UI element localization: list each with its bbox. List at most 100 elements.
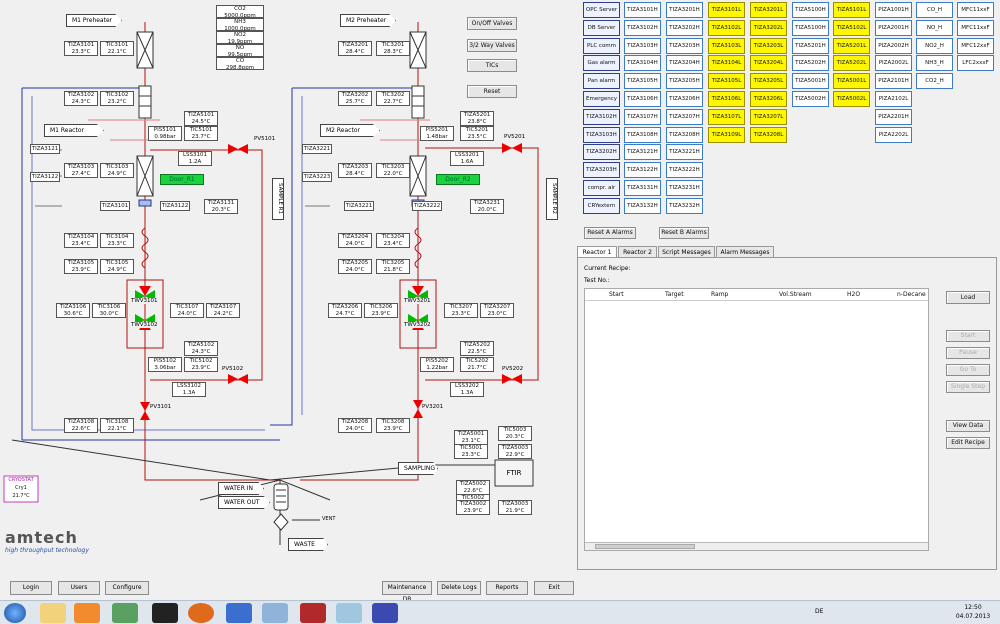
view-data-button[interactable]: View Data <box>946 420 990 432</box>
explorer-icon[interactable] <box>40 603 66 623</box>
valve-pv3201[interactable]: PV3201 <box>422 404 444 410</box>
network-app-icon[interactable] <box>262 603 288 623</box>
reports-button[interactable]: Reports <box>486 581 528 595</box>
reset-button[interactable]: Reset <box>467 85 517 98</box>
horizontal-scrollbar[interactable] <box>585 542 928 550</box>
small-tag-2[interactable]: TIZA3101 <box>100 201 130 211</box>
pause-button[interactable]: Pause <box>946 347 990 359</box>
valve-twv3101[interactable]: TWV3101 <box>131 298 158 304</box>
chart-app-icon[interactable] <box>300 603 326 623</box>
valve-pv5102[interactable]: PV5102 <box>222 366 244 372</box>
save-app-icon[interactable] <box>372 603 398 623</box>
media-player-icon[interactable] <box>74 603 100 623</box>
start-button[interactable]: Start <box>946 330 990 342</box>
single-step-button[interactable]: Single Step <box>946 381 990 393</box>
reset-a-alarms-button[interactable]: Reset A Alarms <box>584 227 636 239</box>
small-tag-7[interactable]: TIZA3222 <box>412 201 442 211</box>
valve-pv5101[interactable]: PV5101 <box>254 136 276 142</box>
load-button[interactable]: Load <box>946 291 990 304</box>
tab-reactor-1[interactable]: Reactor 1 <box>577 246 617 259</box>
valve-twv3201[interactable]: TWV3201 <box>404 298 431 304</box>
configure-button[interactable]: Configure <box>105 581 149 595</box>
small-tag-4[interactable]: TIZA3221 <box>302 144 332 154</box>
terminal-icon[interactable] <box>152 603 178 623</box>
small-tag-5[interactable]: TIZA3223 <box>302 172 332 182</box>
valve-pv5202[interactable]: PV5202 <box>502 366 524 372</box>
login-button[interactable]: Login <box>10 581 52 595</box>
goto-button[interactable]: Go To <box>946 364 990 376</box>
valve-pv5201[interactable]: PV5201 <box>504 134 526 140</box>
delete-logs-button[interactable]: Delete Logs <box>437 581 481 595</box>
firefox-icon[interactable] <box>188 603 214 623</box>
tab-reactor-2[interactable]: Reactor 2 <box>618 246 657 258</box>
valve-twv3202[interactable]: TWV3202 <box>404 322 431 328</box>
edit-recipe-button[interactable]: Edit Recipe <box>946 437 990 449</box>
cryostat-widget[interactable]: CRYOSTAT Cry1 21.7°C <box>4 476 38 500</box>
users-button[interactable]: Users <box>58 581 100 595</box>
exit-button[interactable]: Exit <box>534 581 574 595</box>
three-two-way-valves-button[interactable]: 3/2 Way Valves <box>467 39 517 52</box>
tics-button[interactable]: TICs <box>467 59 517 72</box>
onoff-valves-button[interactable]: On/Off Valves <box>467 17 517 30</box>
recipe-table[interactable]: Start Target Ramp Vol.Stream H2O n-Decan… <box>584 288 929 551</box>
maintenance-db-button[interactable]: Maintenance DB <box>382 581 432 603</box>
clock[interactable]: 12:50 04.07.2013 <box>950 603 996 621</box>
valve-twv3102[interactable]: TWV3102 <box>131 322 158 328</box>
small-tag-6[interactable]: TIZA3221 <box>344 201 374 211</box>
tab-script-messages[interactable]: Script Messages <box>658 246 715 258</box>
small-tag-0[interactable]: TIZA3121 <box>30 144 60 154</box>
tab-alarm-messages[interactable]: Alarm Messages <box>716 246 774 258</box>
editor-icon[interactable] <box>336 603 362 623</box>
valve-pv3101[interactable]: PV3101 <box>150 404 172 410</box>
